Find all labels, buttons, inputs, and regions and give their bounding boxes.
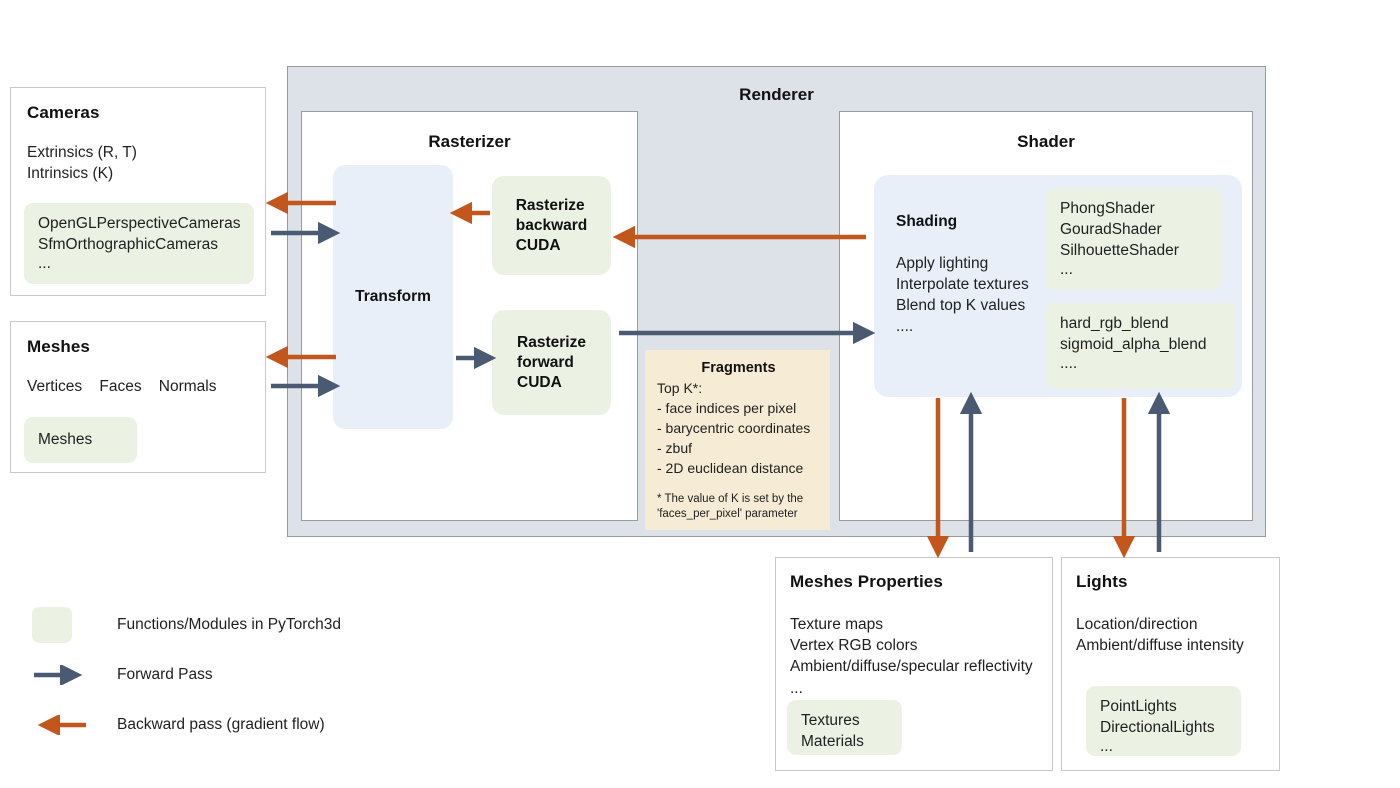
mesh-properties-classes-list: Textures Materials — [801, 712, 864, 750]
shader-classes-list: PhongShader GouradShader SilhouetteShade… — [1060, 200, 1179, 259]
cameras-attributes: Extrinsics (R, T) Intrinsics (K) — [27, 144, 137, 182]
rasterizer-title: Rasterizer — [428, 132, 511, 151]
shader-title: Shader — [1017, 132, 1075, 151]
lights-attributes: Location/direction Ambient/diffuse inten… — [1076, 616, 1244, 654]
cameras-classes-ellipsis: ... — [38, 255, 51, 272]
shading-title: Shading — [896, 213, 958, 230]
fragments-footnote: * The value of K is set by the 'faces_pe… — [657, 493, 804, 520]
lights-classes-chip: PointLights DirectionalLights ... — [1086, 686, 1241, 756]
fragments-list: Top K*: - face indices per pixel - baryc… — [657, 380, 811, 476]
transform-module: Transform — [333, 165, 453, 429]
shading-lines: Apply lighting Interpolate textures Blen… — [896, 255, 1029, 335]
legend-row-backward: Backward pass (gradient flow) — [32, 700, 432, 750]
meshes-class-label: Meshes — [38, 430, 93, 448]
shader-classes-ellipsis: ... — [1060, 261, 1073, 278]
blend-functions-ellipsis: .... — [1060, 355, 1078, 372]
cameras-panel: Cameras Extrinsics (R, T) Intrinsics (K)… — [10, 87, 266, 296]
lights-classes-list: PointLights DirectionalLights — [1100, 698, 1215, 736]
lights-panel: Lights Location/direction Ambient/diffus… — [1061, 557, 1280, 771]
mesh-properties-panel: Meshes Properties Texture maps Vertex RG… — [775, 557, 1053, 771]
lights-title: Lights — [1076, 572, 1128, 591]
meshes-class-chip: Meshes — [24, 417, 137, 463]
mesh-properties-classes-chip: Textures Materials — [787, 700, 902, 755]
legend-modules-label: Functions/Modules in PyTorch3d — [117, 616, 342, 633]
mesh-properties-ellipsis: ... — [790, 680, 803, 697]
fragments-title: Fragments — [701, 360, 776, 376]
transform-label: Transform — [355, 288, 431, 305]
blend-functions-list: hard_rgb_blend sigmoid_alpha_blend — [1060, 315, 1207, 353]
mesh-properties-attributes: Texture maps Vertex RGB colors Ambient/d… — [790, 616, 1033, 675]
cameras-title: Cameras — [27, 103, 100, 122]
meshes-title: Meshes — [27, 337, 90, 356]
meshes-attributes: Vertices Faces Normals — [27, 378, 217, 395]
rasterize-backward-label: Rasterize backward CUDA — [515, 196, 588, 254]
mesh-properties-title: Meshes Properties — [790, 572, 943, 591]
renderer-title: Renderer — [739, 85, 814, 104]
legend-forward-label: Forward Pass — [117, 666, 213, 683]
cameras-classes-list: OpenGLPerspectiveCameras SfmOrthographic… — [38, 215, 241, 253]
meshes-panel: Meshes Vertices Faces Normals Meshes — [10, 321, 266, 473]
legend: Functions/Modules in PyTorch3d Forward P… — [32, 600, 432, 750]
rasterize-backward-cuda-module: Rasterize backward CUDA — [492, 176, 611, 275]
legend-row-forward: Forward Pass — [32, 650, 432, 700]
backward-pass-arrow-icon — [37, 715, 86, 735]
rasterize-forward-cuda-module: Rasterize forward CUDA — [492, 310, 611, 415]
cameras-classes-chip: OpenGLPerspectiveCameras SfmOrthographic… — [24, 203, 254, 284]
fragments-panel: Fragments Top K*: - face indices per pix… — [645, 350, 830, 530]
legend-row-modules: Functions/Modules in PyTorch3d — [32, 600, 432, 650]
module-color-swatch — [32, 607, 72, 643]
rasterize-forward-label: Rasterize forward CUDA — [517, 333, 586, 391]
forward-pass-arrow-icon — [34, 665, 83, 685]
blend-functions-chip: hard_rgb_blend sigmoid_alpha_blend .... — [1046, 303, 1236, 389]
shader-classes-chip: PhongShader GouradShader SilhouetteShade… — [1046, 188, 1221, 290]
lights-classes-ellipsis: ... — [1100, 738, 1113, 755]
legend-backward-label: Backward pass (gradient flow) — [117, 716, 325, 733]
